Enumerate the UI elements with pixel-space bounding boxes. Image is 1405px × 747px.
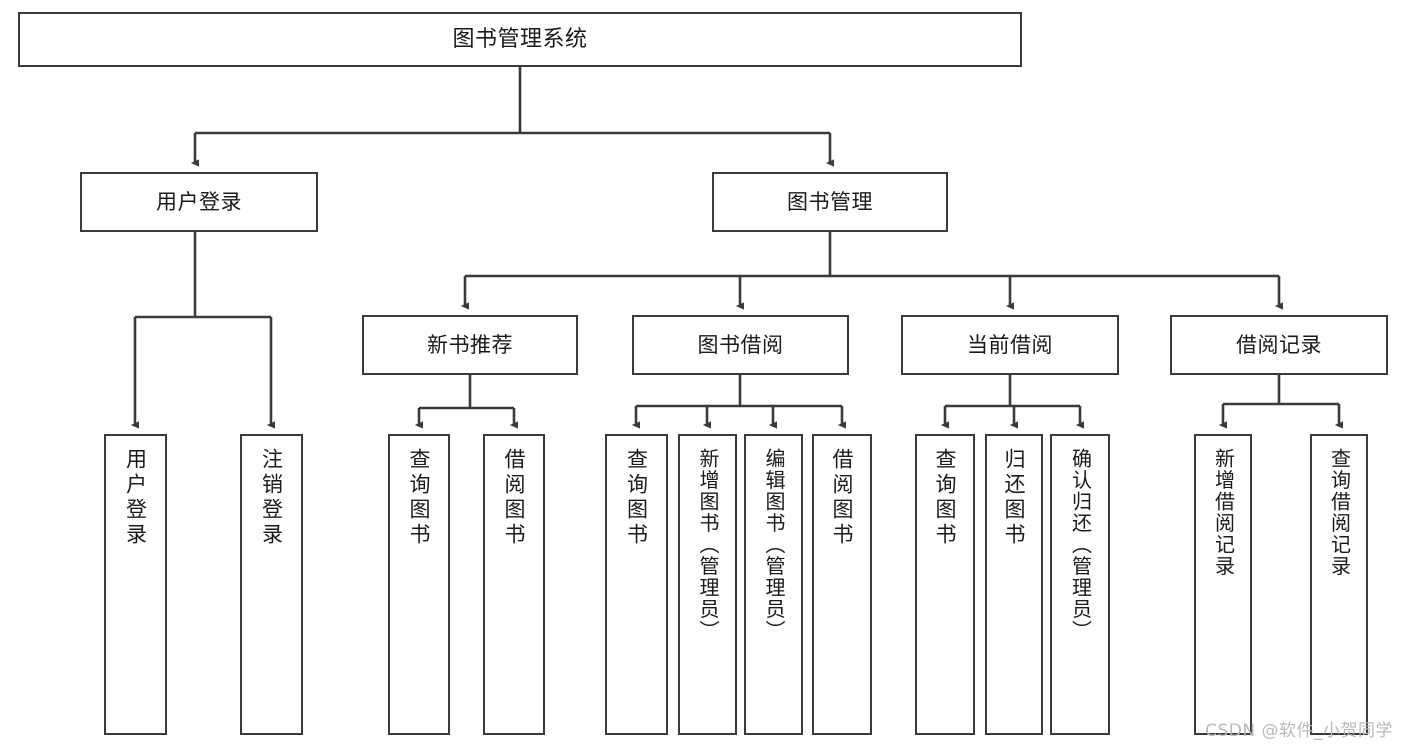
node-label: 图书管理系统: [452, 26, 588, 52]
node-new-book-recommend[interactable]: 新书推荐: [362, 315, 578, 375]
node-label: 借阅记录: [1236, 332, 1322, 357]
node-borrow-record[interactable]: 借阅记录: [1170, 315, 1388, 375]
node-label: 用户登录: [156, 189, 242, 214]
leaf-query-book-borrow[interactable]: 查询图书: [605, 434, 668, 735]
node-label: 当前借阅: [967, 332, 1053, 357]
node-label: 查询图书: [407, 448, 432, 548]
leaf-user-login[interactable]: 用户登录: [104, 434, 167, 735]
leaf-query-borrow-record[interactable]: 查询借阅记录: [1310, 434, 1368, 735]
node-label: 确认归还（管理员）: [1068, 448, 1093, 642]
node-label: 查询借阅记录: [1327, 448, 1352, 577]
node-label: 新书推荐: [427, 332, 513, 357]
node-user-login[interactable]: 用户登录: [80, 172, 318, 232]
node-label: 编辑图书（管理员）: [762, 448, 786, 642]
node-book-borrow[interactable]: 图书借阅: [632, 315, 849, 375]
node-label: 新增图书（管理员）: [696, 448, 720, 642]
node-label: 借阅图书: [502, 448, 527, 548]
leaf-query-book-new-recommend[interactable]: 查询图书: [388, 434, 450, 735]
node-label: 查询图书: [933, 448, 958, 548]
node-current-borrow[interactable]: 当前借阅: [901, 315, 1119, 375]
leaf-edit-book-admin[interactable]: 编辑图书（管理员）: [744, 434, 803, 735]
node-label: 归还图书: [1002, 448, 1027, 548]
node-label: 注销登录: [259, 448, 284, 548]
node-label: 借阅图书: [830, 448, 855, 548]
leaf-add-borrow-record[interactable]: 新增借阅记录: [1194, 434, 1252, 735]
leaf-logout-login[interactable]: 注销登录: [240, 434, 303, 735]
node-label: 图书管理: [787, 189, 873, 214]
leaf-add-book-admin[interactable]: 新增图书（管理员）: [678, 434, 737, 735]
node-label: 查询图书: [624, 448, 649, 548]
node-book-manage[interactable]: 图书管理: [712, 172, 948, 232]
node-root-system[interactable]: 图书管理系统: [18, 12, 1022, 67]
leaf-return-book[interactable]: 归还图书: [985, 434, 1043, 735]
node-label: 新增借阅记录: [1211, 448, 1236, 577]
leaf-query-book-current[interactable]: 查询图书: [915, 434, 975, 735]
node-label: 图书借阅: [697, 332, 784, 357]
leaf-confirm-return-admin[interactable]: 确认归还（管理员）: [1050, 434, 1110, 735]
leaf-borrow-book-new-recommend[interactable]: 借阅图书: [483, 434, 545, 735]
node-label: 用户登录: [123, 448, 148, 548]
leaf-borrow-book-borrow[interactable]: 借阅图书: [812, 434, 872, 735]
